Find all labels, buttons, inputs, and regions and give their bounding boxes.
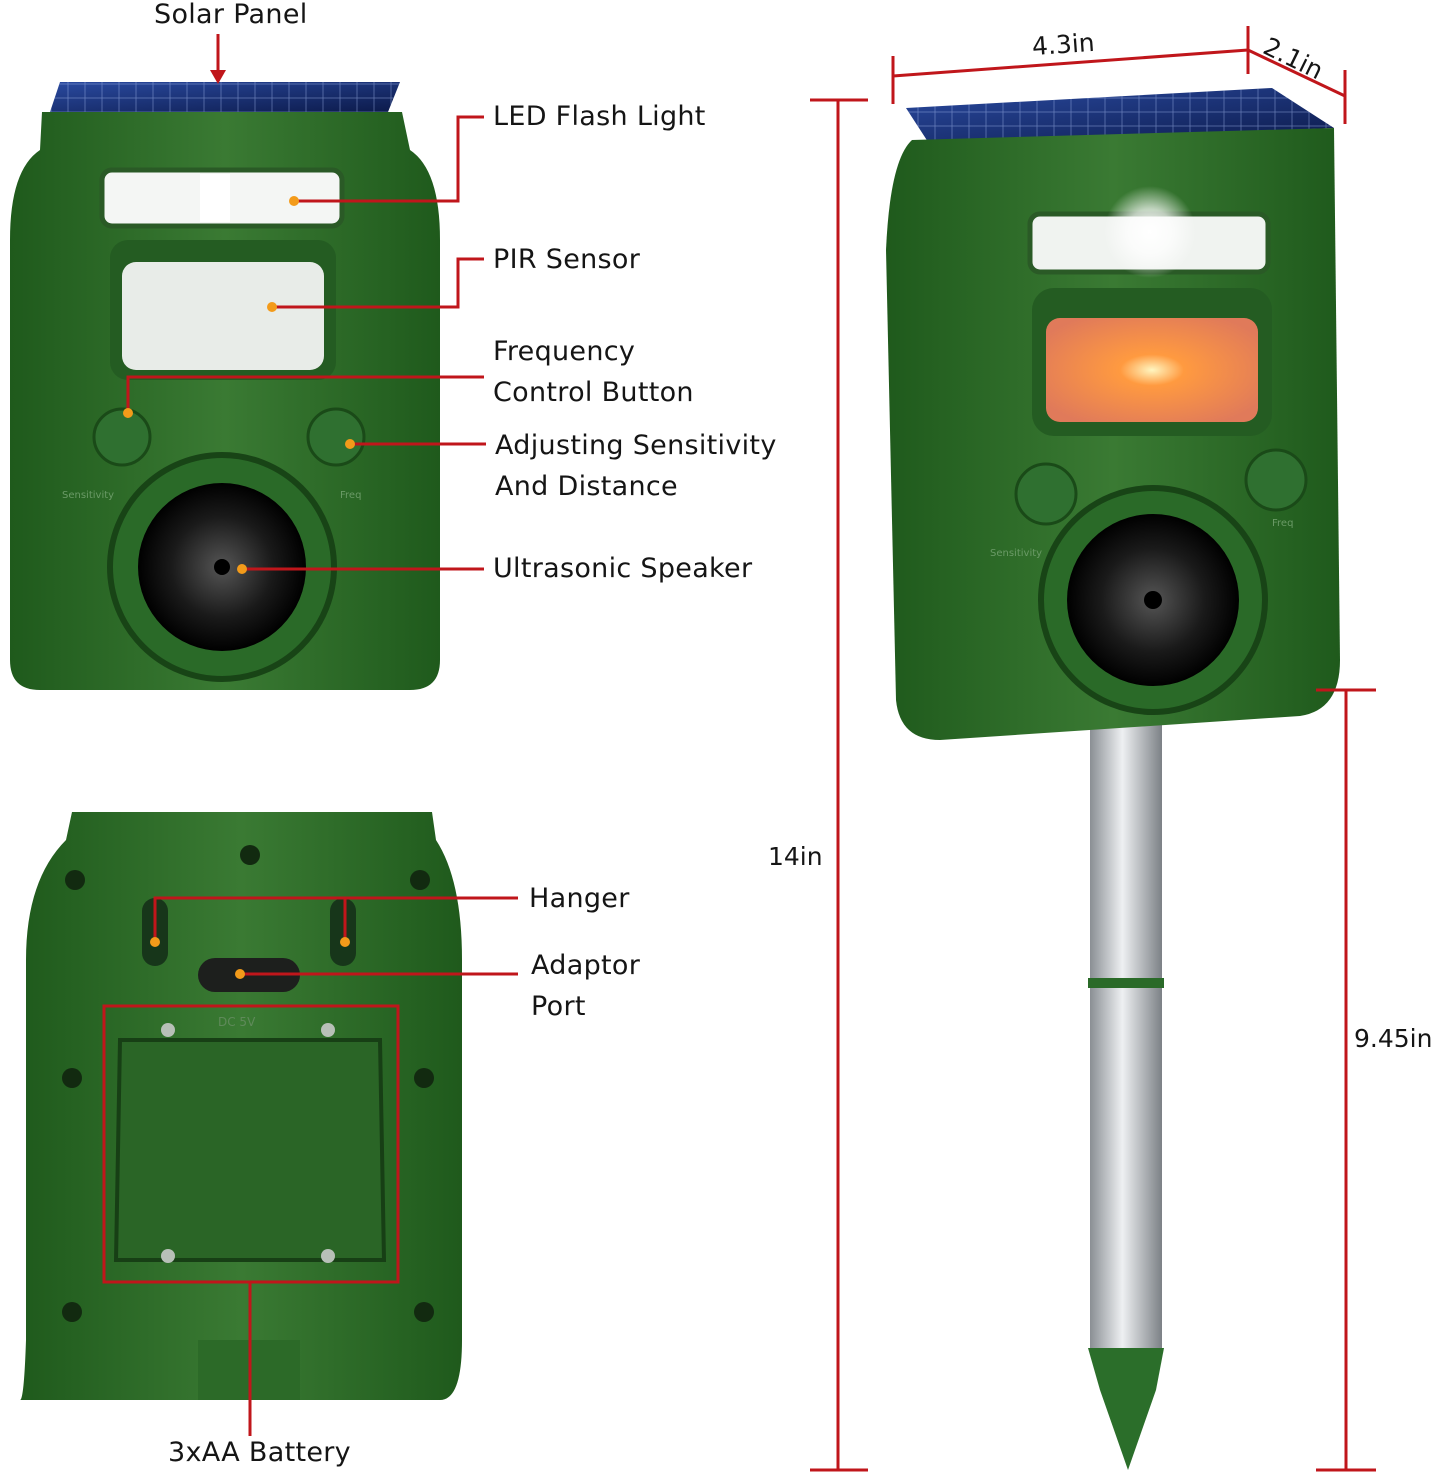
arrow-solar-panel xyxy=(210,70,226,84)
label-led-flash-light: LED Flash Light xyxy=(493,101,706,132)
dimension-lines xyxy=(810,26,1376,1472)
dim-width-line xyxy=(892,48,1249,78)
leader-frequency xyxy=(126,375,484,413)
label-solar-panel: Solar Panel xyxy=(154,0,308,30)
device-dc-text: DC 5V xyxy=(218,1015,256,1029)
side-device: Sensitivity Freq xyxy=(886,88,1340,1470)
stake-tip xyxy=(1088,1348,1164,1470)
stake-upper xyxy=(1090,722,1162,982)
leader-pir xyxy=(272,257,484,309)
label-pir-sensor: PIR Sensor xyxy=(493,244,641,275)
dim-width: 4.3in xyxy=(1031,27,1096,62)
pir-sensor xyxy=(122,262,324,370)
side-freq-text: Freq xyxy=(1272,518,1293,529)
label-adaptor-line2: Port xyxy=(531,991,586,1022)
leader-led xyxy=(294,115,484,203)
label-battery: 3xAA Battery xyxy=(168,1437,351,1468)
label-frequency-line1: Frequency xyxy=(493,336,636,367)
side-sensitivity-text: Sensitivity xyxy=(990,548,1042,559)
front-device: Sensitivity Freq xyxy=(10,82,440,690)
label-hanger: Hanger xyxy=(529,883,630,914)
device-freq-text: Freq xyxy=(340,490,361,501)
label-adaptor-line1: Adaptor xyxy=(531,950,641,981)
label-sensitivity-line2: And Distance xyxy=(495,471,678,502)
stake-lower xyxy=(1090,988,1162,1348)
callout-dots xyxy=(123,196,355,979)
label-sensitivity-line1: Adjusting Sensitivity xyxy=(495,430,777,461)
dim-depth-line xyxy=(1247,48,1346,98)
device-sensitivity-text: Sensitivity xyxy=(62,490,114,501)
hanger-right xyxy=(330,898,356,966)
label-ultrasonic-speaker: Ultrasonic Speaker xyxy=(493,553,753,584)
dim-total-height: 14in xyxy=(768,842,823,871)
back-device: DC 5V xyxy=(20,812,462,1400)
leader-lines xyxy=(102,34,518,1436)
label-frequency-line2: Control Button xyxy=(493,377,694,408)
sensitivity-knob xyxy=(306,407,366,467)
battery-cover xyxy=(113,1038,387,1262)
leader-hanger-bracket xyxy=(153,896,347,942)
pir-sensor-active xyxy=(1046,318,1258,422)
frequency-control-button xyxy=(92,407,152,467)
dim-stake-height: 9.45in xyxy=(1354,1024,1433,1053)
